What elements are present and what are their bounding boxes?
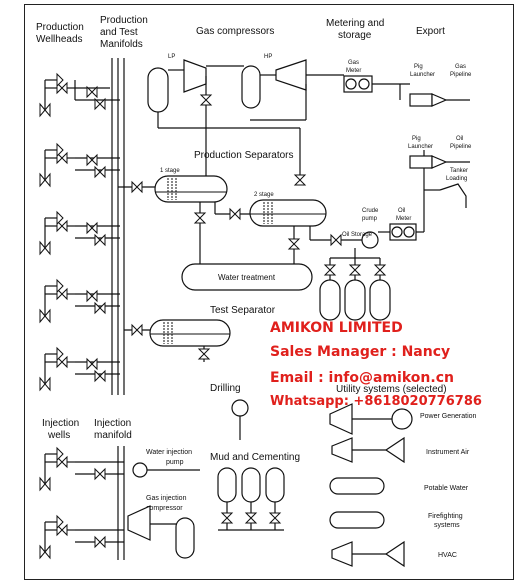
water-treatment bbox=[181, 263, 313, 291]
header-mud-cementing: Mud and Cementing bbox=[210, 452, 300, 463]
diagram-frame bbox=[24, 4, 514, 580]
header-injection-manifold-1: Injection bbox=[94, 418, 131, 429]
watermark-manager: Sales Manager : Nancy bbox=[270, 344, 450, 360]
oil-pipeline-label-1: Oil bbox=[456, 136, 463, 142]
utility-power-generation: Power Generation bbox=[420, 413, 477, 420]
header-production-manifolds-3: Manifolds bbox=[100, 39, 143, 50]
firefighting-symbol bbox=[329, 511, 385, 529]
wellhead-1 bbox=[39, 73, 76, 117]
wellhead-3 bbox=[39, 211, 76, 255]
water-treatment-label: Water treatment bbox=[218, 273, 276, 282]
header-injection-wells-1: Injection bbox=[42, 418, 79, 429]
header-injection-wells-2: wells bbox=[47, 430, 70, 441]
lp-scrubber bbox=[147, 67, 169, 113]
crude-pump-label-2: pump bbox=[362, 216, 378, 222]
utility-firefighting-2: systems bbox=[434, 522, 460, 529]
hp-scrubber bbox=[241, 65, 261, 109]
header-production-manifolds-2: and Test bbox=[100, 27, 138, 38]
header-production-wellheads-1: Production bbox=[36, 22, 84, 33]
header-test-separator: Test Separator bbox=[210, 305, 276, 316]
potable-water-symbol bbox=[329, 477, 385, 495]
header-drilling: Drilling bbox=[210, 383, 241, 394]
oil-meter-label-1: Oil bbox=[398, 208, 405, 214]
header-production-manifolds-1: Production bbox=[100, 15, 148, 26]
wellhead-4 bbox=[39, 279, 76, 323]
oil-storage-tanks bbox=[319, 248, 391, 321]
gas-injection-compressor bbox=[127, 505, 195, 559]
oil-meter bbox=[389, 223, 417, 241]
water-injection-pump-label-2: pump bbox=[166, 459, 184, 466]
pig-launcher-1-label-2: Launcher bbox=[410, 72, 435, 78]
instrument-air-symbol bbox=[331, 436, 405, 464]
oil-storage-label: Oil Storage bbox=[342, 232, 373, 238]
lp-compressor bbox=[168, 59, 207, 93]
crude-pump bbox=[361, 231, 390, 249]
wellhead-2 bbox=[39, 143, 76, 187]
watermark-whatsapp: Whatsapp: +8618020776786 bbox=[270, 394, 482, 409]
gas-meter-label-1: Gas bbox=[348, 60, 359, 66]
wellhead-5 bbox=[39, 347, 76, 391]
oil-meter-label-2: Meter bbox=[396, 216, 411, 222]
injection-manifold-lines bbox=[75, 446, 125, 560]
utility-instrument-air: Instrument Air bbox=[426, 449, 470, 456]
header-gas-compressors: Gas compressors bbox=[196, 26, 274, 37]
oil-pipeline-label-2: Pipeline bbox=[450, 144, 472, 150]
watermark-company: AMIKON LIMITED bbox=[270, 320, 403, 336]
injection-wellhead-1 bbox=[39, 447, 76, 491]
hp-label: HP bbox=[264, 54, 272, 60]
header-metering-storage-1: Metering and bbox=[326, 18, 384, 29]
header-injection-manifold-2: manifold bbox=[94, 430, 132, 441]
stage2-label: 2 stage bbox=[254, 192, 274, 198]
stage1-separator bbox=[154, 175, 228, 203]
tanker-loading-label-1: Tanker bbox=[450, 168, 468, 174]
manifold-feed-lines bbox=[74, 80, 120, 382]
manifold-headers bbox=[111, 58, 155, 395]
power-generation-symbol bbox=[329, 403, 413, 435]
lp-valve bbox=[200, 94, 212, 106]
utility-firefighting-1: Firefighting bbox=[428, 513, 463, 520]
watermark-email: Email : info@amikon.cn bbox=[270, 370, 454, 386]
header-export: Export bbox=[416, 26, 445, 37]
header-utility-systems: Utility systems (selected) bbox=[336, 384, 447, 395]
mud-tanks bbox=[217, 467, 285, 531]
lp-label: LP bbox=[168, 54, 175, 60]
utility-hvac: HVAC bbox=[438, 552, 457, 559]
tanker-loading-label-2: Loading bbox=[446, 176, 467, 182]
hp-compressor bbox=[260, 59, 307, 91]
pig-launcher-1-label-1: Pig bbox=[414, 64, 423, 70]
utility-potable-water: Potable Water bbox=[424, 485, 469, 492]
stage2-separator bbox=[249, 199, 327, 227]
pig-launcher-2-label-1: Pig bbox=[412, 136, 421, 142]
gas-pipeline-label-2: Pipeline bbox=[450, 72, 472, 78]
test-separator bbox=[149, 319, 231, 347]
header-production-separators: Production Separators bbox=[194, 150, 294, 161]
water-injection-pump-label-1: Water injection bbox=[146, 449, 192, 456]
pig-launcher-2-label-2: Launcher bbox=[408, 144, 433, 150]
oil-pig-launcher bbox=[409, 155, 470, 169]
stage1-label: 1 stage bbox=[160, 168, 180, 174]
injection-wellhead-2 bbox=[39, 515, 76, 559]
water-injection-pump bbox=[132, 462, 200, 478]
gas-injection-compressor-label-2: compressor bbox=[146, 505, 183, 512]
tanker-loading-arm bbox=[439, 183, 467, 208]
hvac-symbol bbox=[331, 540, 405, 568]
header-metering-storage-2: storage bbox=[338, 30, 372, 41]
crude-pump-label-1: Crude bbox=[362, 208, 379, 214]
header-production-wellheads-2: Wellheads bbox=[36, 34, 83, 45]
gas-meter bbox=[343, 75, 373, 93]
gas-injection-compressor-label-1: Gas injection bbox=[146, 495, 187, 502]
gas-pipeline-label-1: Gas bbox=[455, 64, 466, 70]
drilling-derrick bbox=[231, 399, 249, 440]
gas-meter-label-2: Meter bbox=[346, 68, 361, 74]
gas-pig-launcher bbox=[409, 93, 470, 107]
